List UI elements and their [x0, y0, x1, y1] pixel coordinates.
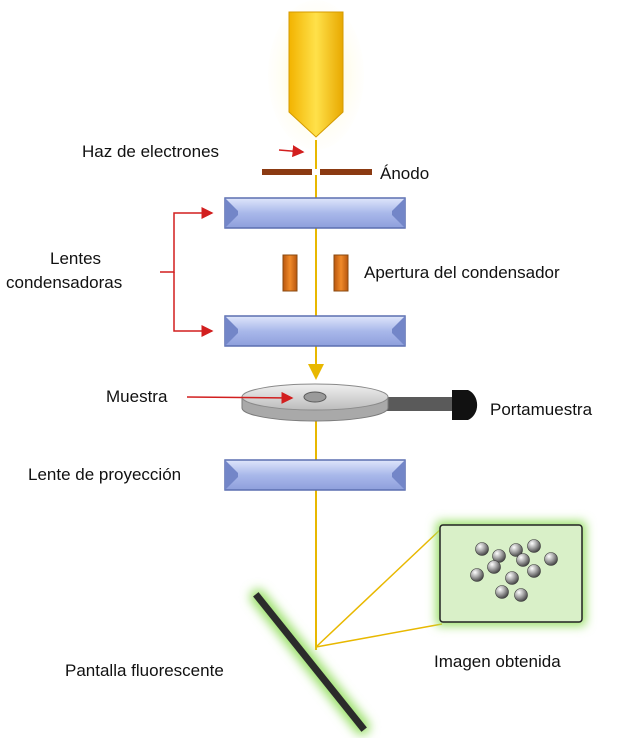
condenser-lenses-label-line1: Lentes [50, 249, 101, 268]
anode-label: Ánodo [380, 164, 429, 183]
electron-beam-arrow [278, 145, 305, 158]
electron-source [268, 0, 364, 150]
sample-arrow [186, 391, 294, 404]
condenser-aperture [282, 254, 349, 292]
particle [514, 588, 528, 602]
sample-holder [241, 383, 478, 422]
condenser-lens-upper [224, 197, 406, 229]
particle [505, 571, 519, 585]
particle [487, 560, 501, 574]
fluorescent-screen [250, 589, 370, 735]
condenser-lens-lower [224, 315, 406, 347]
image-projection-lines [315, 527, 443, 648]
condenser-aperture-label: Apertura del condensador [364, 263, 560, 282]
condenser-bracket [160, 207, 214, 337]
sample-label: Muestra [106, 387, 168, 406]
condenser-lenses-label-line2: condensadoras [6, 273, 122, 292]
particle-cluster [470, 539, 558, 602]
fluorescent-screen-label: Pantalla fluorescente [65, 661, 224, 680]
particle [527, 539, 541, 553]
projection-lens-label: Lente de proyección [28, 465, 181, 484]
particle [475, 542, 489, 556]
projection-lens [224, 459, 406, 491]
particle [516, 553, 530, 567]
obtained-image-panel [436, 521, 586, 626]
particle [544, 552, 558, 566]
electron-beam-label: Haz de electrones [82, 142, 219, 161]
sample-disc [303, 391, 327, 403]
particle [470, 568, 484, 582]
particle [509, 543, 523, 557]
sample-holder-label: Portamuestra [490, 400, 593, 419]
particle [527, 564, 541, 578]
obtained-image-label: Imagen obtenida [434, 652, 561, 671]
anode [262, 169, 372, 175]
particle [495, 585, 509, 599]
